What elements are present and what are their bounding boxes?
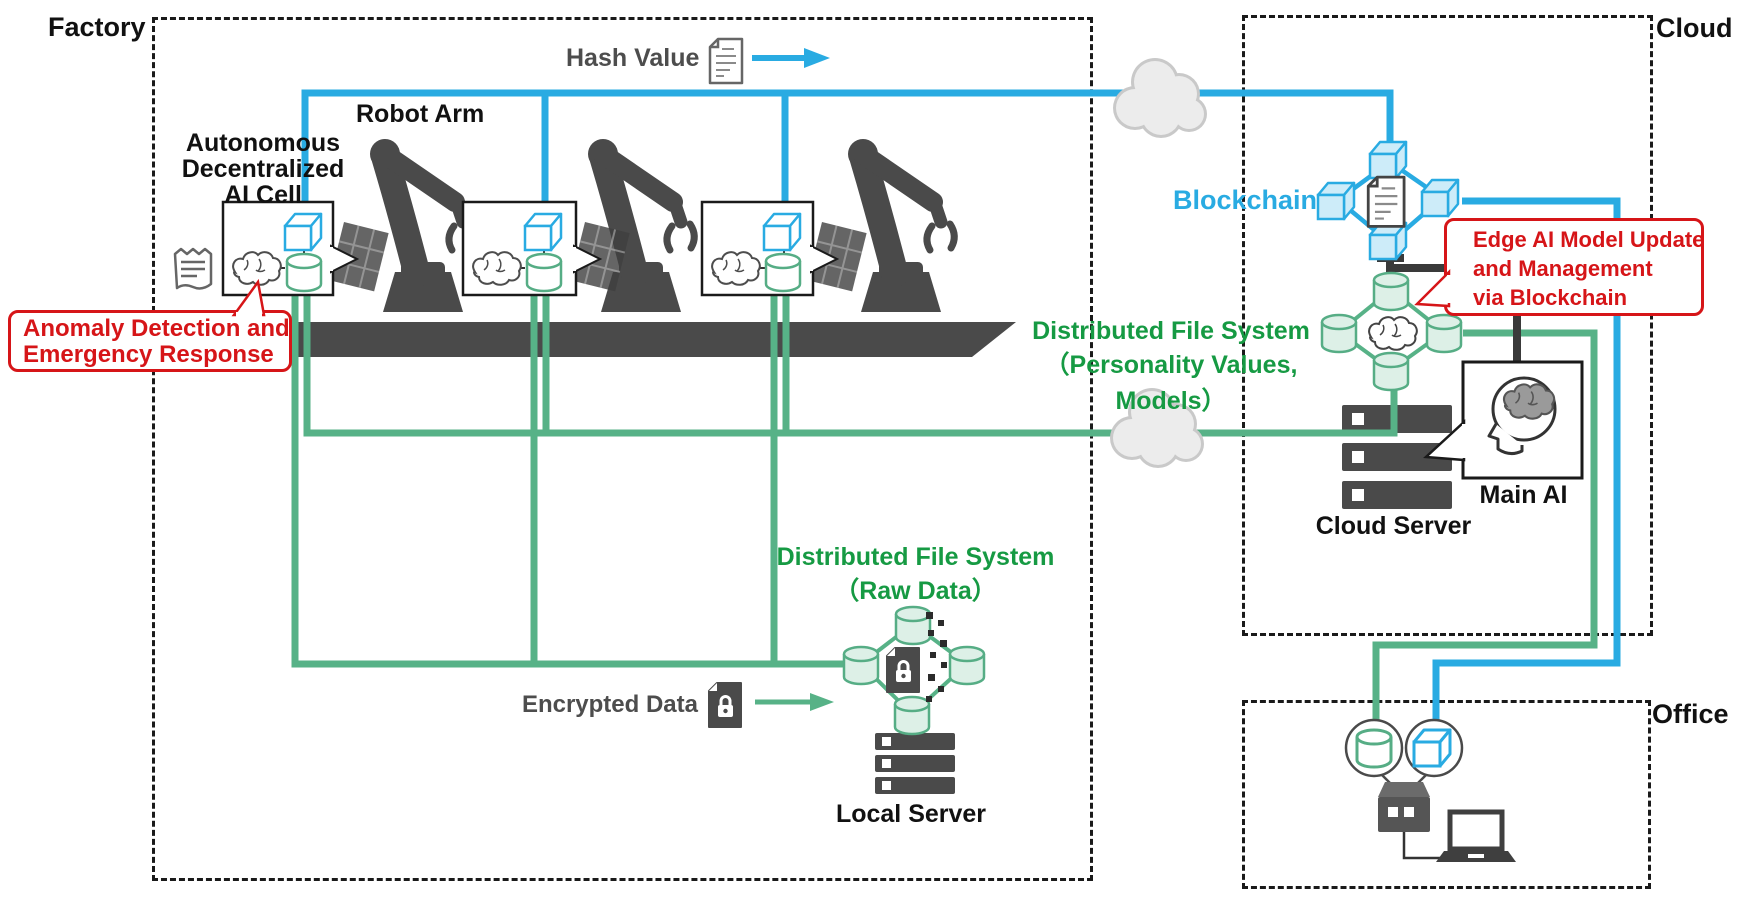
local-server-label: Local Server bbox=[835, 800, 987, 828]
ai-cell-box bbox=[700, 200, 840, 297]
cylinder-icon bbox=[285, 252, 323, 293]
cloud-region-label: Cloud bbox=[1656, 13, 1733, 43]
router-icon bbox=[1378, 782, 1450, 860]
main-ai-label: Main AI bbox=[1479, 481, 1568, 509]
anomaly-callout-pointer bbox=[231, 278, 266, 318]
office-region-box bbox=[1242, 700, 1651, 889]
lock-document-icon bbox=[886, 647, 920, 693]
cloud-shape bbox=[1113, 58, 1207, 138]
hash-arrow-icon bbox=[752, 48, 830, 68]
cube-icon bbox=[523, 212, 563, 252]
robot-arm-label: Robot Arm bbox=[356, 100, 485, 128]
anomaly-callout-box: Anomaly Detection and Emergency Response bbox=[8, 310, 292, 372]
ai-cell-box bbox=[221, 200, 360, 297]
blockchain-label: Blockchain bbox=[1172, 185, 1317, 215]
robot-arm-icon bbox=[370, 139, 476, 312]
factory-region-box bbox=[152, 17, 1093, 881]
edge-callout-box: Edge AI Model Update and Management via … bbox=[1444, 218, 1704, 316]
encrypted-data-label: Encrypted Data bbox=[521, 691, 698, 718]
ai-cell-label: Autonomous Decentralized AI Cell bbox=[181, 129, 345, 209]
office-cube-badge bbox=[1404, 718, 1464, 791]
robot-arm-icon bbox=[848, 139, 954, 312]
dfs-models-label-line2: （Personality Values, Models） bbox=[1044, 351, 1298, 415]
edge-callout-text: Edge AI Model Update and Management via … bbox=[1473, 227, 1705, 310]
dfs-raw-label-line2: （Raw Data） bbox=[834, 577, 997, 605]
lock-document-icon bbox=[708, 682, 742, 728]
cylinder-icon bbox=[764, 252, 802, 293]
dfs-raw-label-line1: Distributed File System bbox=[776, 543, 1055, 571]
data-lines bbox=[291, 280, 1598, 722]
cloud-region-box bbox=[1242, 15, 1653, 636]
hash-value-lines bbox=[301, 89, 1621, 722]
ai-cell-box bbox=[461, 200, 603, 297]
edge-callout-pointer bbox=[1414, 268, 1454, 308]
anomaly-callout-text: Anomaly Detection and Emergency Response bbox=[23, 315, 290, 368]
head-brain-icon bbox=[1487, 376, 1557, 456]
office-cylinder-badge bbox=[1344, 718, 1404, 791]
dfs-models-label-line1: Distributed File System bbox=[1032, 317, 1310, 345]
encrypted-arrow-icon bbox=[755, 693, 834, 711]
cube-icon bbox=[1412, 728, 1452, 768]
distributed-file-system-icon bbox=[842, 605, 986, 736]
brain-icon bbox=[1368, 316, 1418, 351]
cube-icon bbox=[762, 212, 802, 252]
hash-document-icon bbox=[708, 37, 744, 85]
conveyor-belt-icon bbox=[128, 322, 1016, 357]
blockchain-icon bbox=[1316, 140, 1460, 261]
cube-icon bbox=[283, 212, 323, 252]
laptop-icon bbox=[1436, 809, 1516, 862]
cylinder-icon bbox=[1355, 728, 1393, 769]
office-region-label: Office bbox=[1652, 699, 1729, 729]
cylinder-icon bbox=[525, 252, 563, 293]
cloud-server-label: Cloud Server bbox=[1315, 512, 1472, 540]
main-ai-box bbox=[1423, 360, 1584, 480]
factory-region-label: Factory bbox=[48, 12, 146, 42]
hash-value-label: Hash Value bbox=[566, 44, 700, 72]
distributed-file-system-icon bbox=[1320, 271, 1463, 392]
local-server-icon bbox=[875, 733, 955, 794]
receipt-icon bbox=[173, 247, 213, 290]
